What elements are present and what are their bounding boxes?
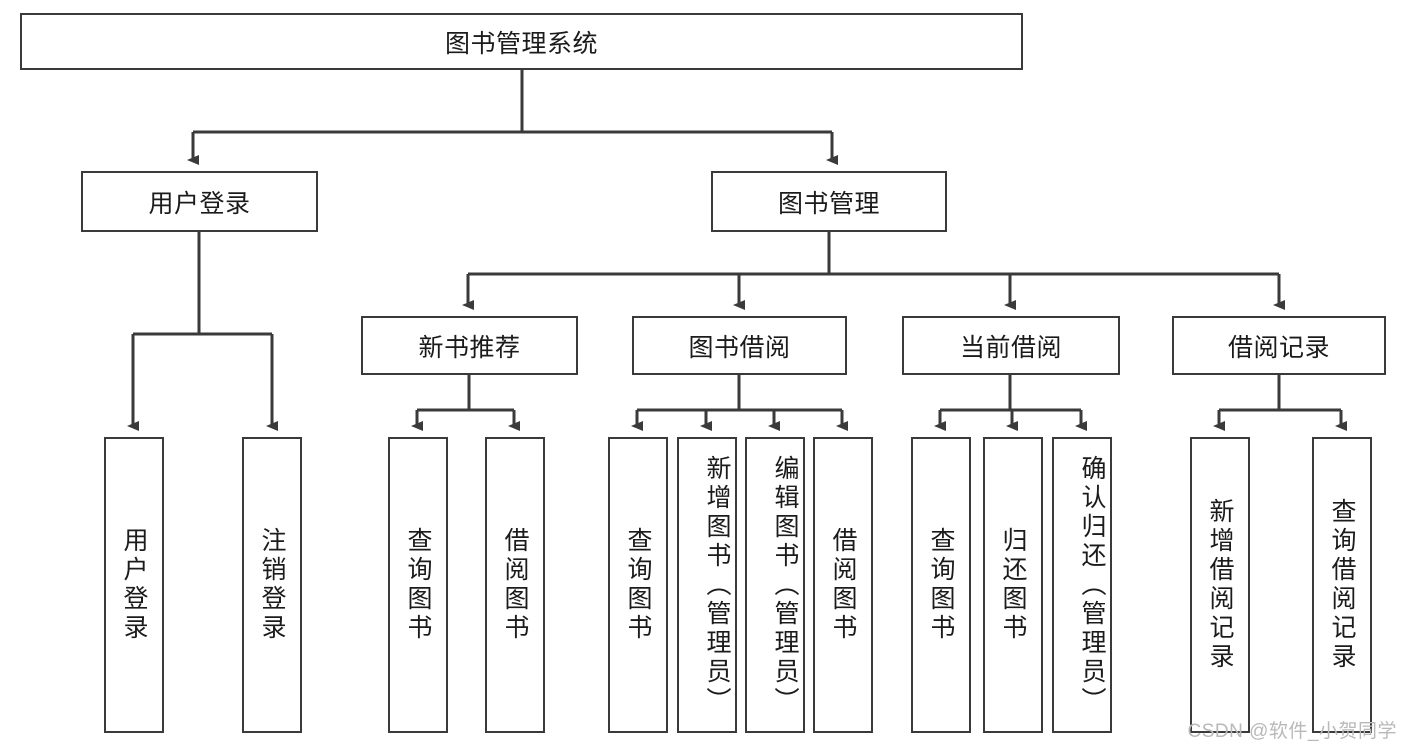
node-label: 归还图书 [999, 527, 1027, 643]
node-label: 借阅图书 [829, 527, 857, 643]
node-label: 图书管理系统 [444, 29, 598, 58]
node-label: 用户登录 [148, 189, 251, 218]
node-current-borrow[interactable]: 当前借阅 [902, 316, 1120, 375]
node-label: 当前借阅 [959, 333, 1062, 362]
node-leaf-logout[interactable]: 注销登录 [242, 437, 302, 733]
node-label: 借阅记录 [1227, 333, 1330, 362]
watermark-text: CSDN @软件_小贺同学 [1187, 721, 1397, 742]
node-system-title[interactable]: 图书管理系统 [20, 13, 1023, 70]
node-user-login[interactable]: 用户登录 [81, 171, 318, 232]
node-label: 确认归还（管理员） [1078, 454, 1106, 716]
node-label: 查询图书 [404, 527, 432, 643]
node-leaf-borrow-book[interactable]: 借阅图书 [813, 437, 873, 733]
node-label: 查询借阅记录 [1328, 498, 1356, 672]
node-label: 查询图书 [624, 527, 652, 643]
node-leaf-query-borrow-record[interactable]: 查询借阅记录 [1312, 437, 1372, 733]
node-borrow-record[interactable]: 借阅记录 [1172, 316, 1386, 375]
node-leaf-add-book-admin[interactable]: 新增图书（管理员） [677, 437, 737, 733]
node-label: 新书推荐 [418, 333, 521, 362]
node-leaf-query-book-recommend[interactable]: 查询图书 [388, 437, 448, 733]
node-label: 图书管理 [777, 189, 880, 218]
node-leaf-add-borrow-record[interactable]: 新增借阅记录 [1190, 437, 1250, 733]
node-label: 用户登录 [120, 527, 148, 643]
node-leaf-query-book-borrow[interactable]: 查询图书 [608, 437, 668, 733]
node-book-manage[interactable]: 图书管理 [711, 171, 947, 232]
node-leaf-return-book[interactable]: 归还图书 [983, 437, 1043, 733]
node-book-borrow[interactable]: 图书借阅 [632, 316, 847, 375]
node-label: 新增图书（管理员） [703, 454, 731, 716]
node-label: 新增借阅记录 [1206, 498, 1234, 672]
node-label: 注销登录 [258, 527, 286, 643]
node-leaf-query-book-current[interactable]: 查询图书 [911, 437, 971, 733]
node-leaf-edit-book-admin[interactable]: 编辑图书（管理员） [745, 437, 805, 733]
node-leaf-user-login[interactable]: 用户登录 [104, 437, 164, 733]
node-leaf-confirm-return-admin[interactable]: 确认归还（管理员） [1052, 437, 1112, 733]
node-label: 编辑图书（管理员） [771, 454, 799, 716]
node-label: 借阅图书 [501, 527, 529, 643]
node-new-book-recommend[interactable]: 新书推荐 [361, 316, 578, 375]
node-label: 图书借阅 [688, 333, 791, 362]
node-label: 查询图书 [927, 527, 955, 643]
node-leaf-borrow-book-recommend[interactable]: 借阅图书 [485, 437, 545, 733]
